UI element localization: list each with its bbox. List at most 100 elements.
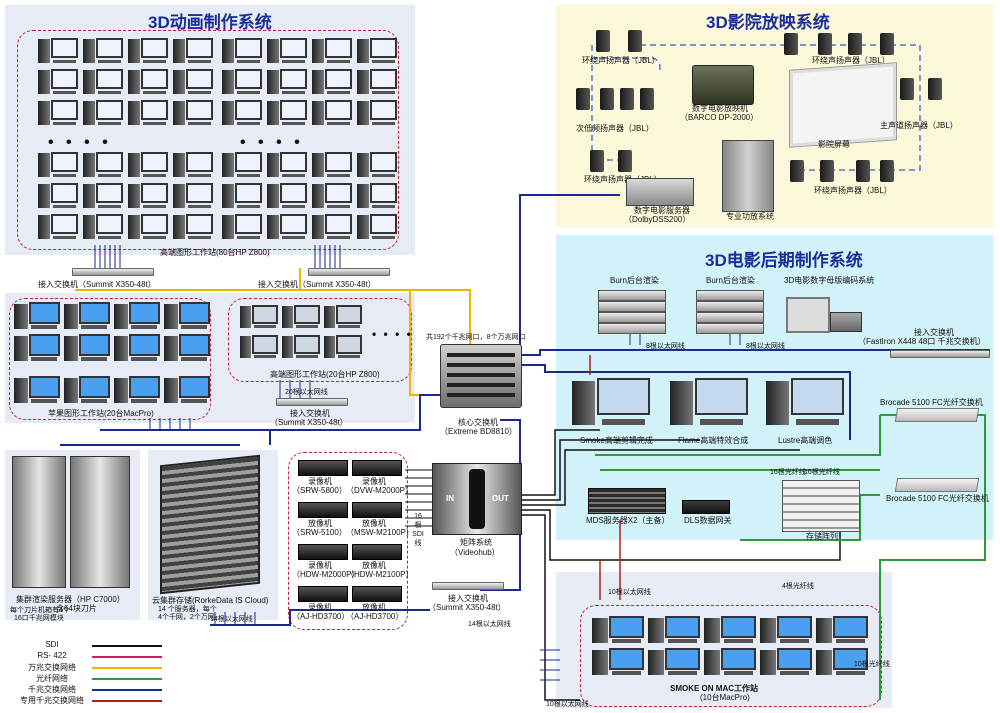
animation-workstation xyxy=(128,100,168,128)
post-access-switch xyxy=(890,350,990,358)
render-node-icon xyxy=(598,312,666,323)
mac-group-label: 苹果图形工作站(20台MacPro) xyxy=(48,409,154,418)
animation-workstation xyxy=(312,183,352,211)
recorder-group-outline xyxy=(288,452,408,630)
speaker-icon xyxy=(880,33,894,55)
legend-item: 专用千兆交换网络 xyxy=(12,696,162,706)
animation-workstation xyxy=(267,69,307,97)
animation-workstation xyxy=(312,38,352,66)
animation-workstation xyxy=(38,214,78,242)
speaker-icon xyxy=(784,33,798,55)
smoke-mac-label: SMOKE ON MAC工作站 xyxy=(670,684,758,693)
render-note-1: 每个刀片机箱有4个 xyxy=(10,607,70,614)
access-switch-2 xyxy=(308,268,390,276)
legend-label: 千兆交换网络 xyxy=(28,685,76,694)
smoke-mac-workstation xyxy=(648,648,700,678)
hp-workstation xyxy=(282,305,320,331)
surround-speaker-label-2: 环绕声扬声器（JBL） xyxy=(812,56,890,65)
recorder-deck xyxy=(352,586,402,602)
speaker-icon xyxy=(590,150,604,172)
render-node-icon xyxy=(598,301,666,312)
dls-gateway-icon xyxy=(682,500,730,514)
recorder-name: 录像机 xyxy=(308,561,332,570)
recorder-model: （MSW-M2100P） xyxy=(346,528,414,537)
post-workstation xyxy=(670,378,748,430)
recorder-name: 放像机 xyxy=(308,519,332,528)
recorder-model: （AJ-HD3700） xyxy=(292,612,350,621)
animation-workstation xyxy=(128,214,168,242)
animation-workstation xyxy=(128,69,168,97)
render-node-icon xyxy=(696,301,764,312)
hp-dots: • • • • xyxy=(372,327,413,341)
hp-group-label: 高端图形工作站(20台HP Z800) xyxy=(270,370,380,379)
dls-label: DLS数据网关 xyxy=(684,516,732,525)
matrix-icon xyxy=(432,463,522,535)
mac-workstation xyxy=(164,376,210,406)
burn1-label: Burn后台渲染 xyxy=(610,276,659,285)
animation-workstation xyxy=(357,69,397,97)
mds-server-icon xyxy=(588,488,666,514)
animation-workstation xyxy=(267,100,307,128)
animation-workstation xyxy=(128,38,168,66)
recorder-name: 录像机 xyxy=(362,477,386,486)
render-node-icon xyxy=(598,323,666,334)
access-switch-1 xyxy=(72,268,154,276)
projector-label: 数字电影放映机 xyxy=(692,104,748,113)
legend-item: 光纤网络 xyxy=(12,674,162,684)
legend-swatch xyxy=(92,667,162,669)
mac-workstation xyxy=(64,334,110,364)
hp-workstation xyxy=(240,335,278,361)
legend-item: RS- 422 xyxy=(12,651,162,662)
render-node-icon xyxy=(696,290,764,301)
mac-workstation xyxy=(14,376,60,406)
speaker-icon xyxy=(628,30,642,52)
recorder-deck xyxy=(352,502,402,518)
speaker-icon xyxy=(848,33,862,55)
recorder-model: （HDW-M2100P） xyxy=(346,570,414,579)
matrix-model: （Videohub） xyxy=(450,548,500,557)
recorder-model: （HDW-M2000P） xyxy=(292,570,360,579)
core-switch-label: 核心交换机 xyxy=(458,418,498,427)
hp-group-outline xyxy=(228,298,412,382)
legend-label: 专用千兆交换网络 xyxy=(20,696,84,705)
post-workstation xyxy=(572,378,650,430)
matrix-sdi-label: 16根SDI线 xyxy=(412,513,424,547)
speaker-icon xyxy=(618,150,632,172)
smoke-label: Smoke高端剪辑完成 xyxy=(580,436,653,445)
animation-workstation xyxy=(83,214,123,242)
animation-workstations-label: 高端图形工作站(80台HP Z800) xyxy=(160,248,270,257)
render-note-2: 16口千兆网模块 xyxy=(14,615,64,622)
smoke-mac-workstation xyxy=(816,616,868,646)
mac-workstation xyxy=(164,302,210,332)
render-rack-1 xyxy=(12,456,66,588)
amp-rack-icon xyxy=(722,140,774,212)
animation-workstation xyxy=(267,38,307,66)
matrix-in-label: IN xyxy=(446,494,454,503)
brocade2-label: Brocade 5100 FC光纤交换机 xyxy=(886,494,989,503)
animation-workstation xyxy=(267,214,307,242)
matrix-eth14-label: 14根以太网线 xyxy=(468,621,511,628)
hp-workstation xyxy=(282,335,320,361)
speaker-icon xyxy=(790,160,804,182)
encoder-box-icon xyxy=(830,312,862,332)
animation-workstation xyxy=(312,69,352,97)
mac-workstation xyxy=(114,376,160,406)
storage-array-icon xyxy=(782,480,860,532)
surround-speaker-label-4: 环绕声扬声器（JBL） xyxy=(814,186,892,195)
animation-workstation xyxy=(267,152,307,180)
mac-workstation xyxy=(64,302,110,332)
access-switch-3 xyxy=(276,398,348,406)
recorder-name: 录像机 xyxy=(308,477,332,486)
legend-label: RS- 422 xyxy=(37,651,67,660)
mac-workstation xyxy=(14,302,60,332)
animation-workstation xyxy=(357,214,397,242)
legend-item: SDI xyxy=(12,640,162,651)
animation-workstation xyxy=(83,38,123,66)
render-node-icon xyxy=(598,290,666,301)
animation-workstation xyxy=(83,152,123,180)
cloud-eth-label: 14根以太网线 xyxy=(210,616,253,623)
animation-workstation xyxy=(173,38,213,66)
animation-workstation xyxy=(38,69,78,97)
cloud-label: 云集群存储(RorkeData IS Cloud) xyxy=(152,596,269,605)
mac-workstation xyxy=(114,302,160,332)
